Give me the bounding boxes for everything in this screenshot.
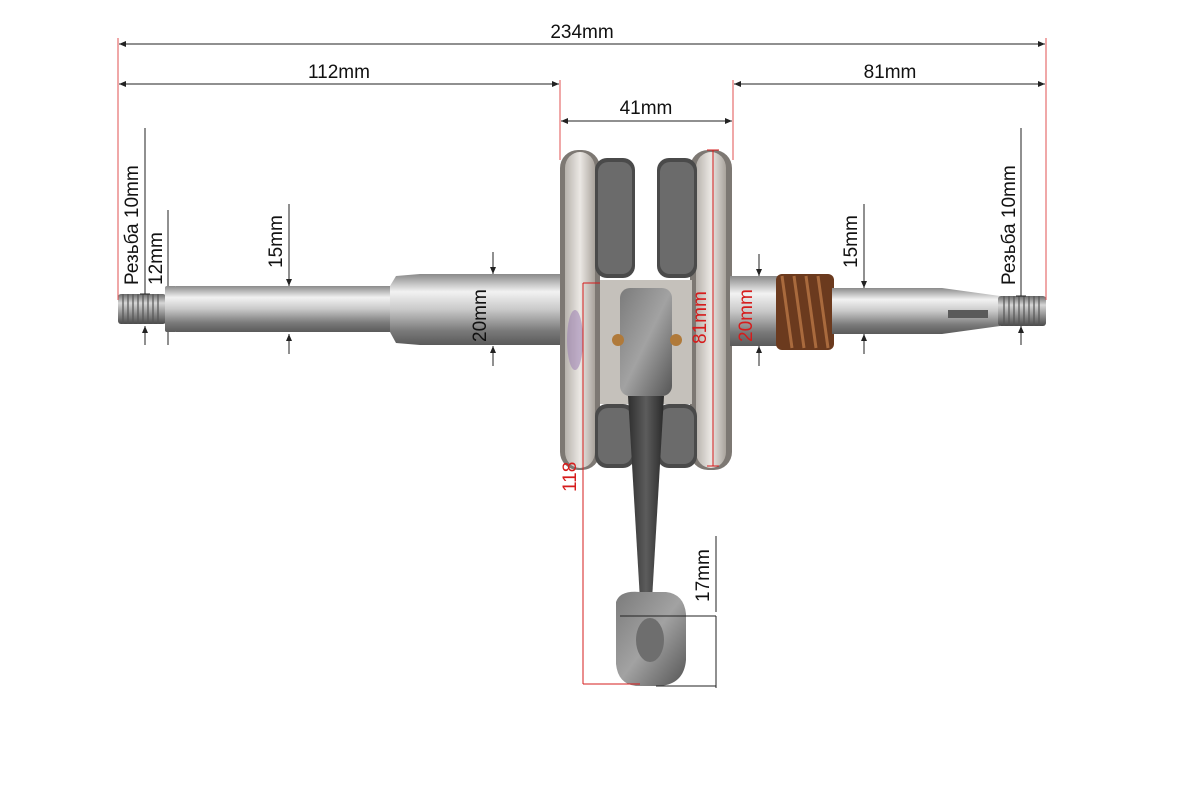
overall-length-label: 234mm — [550, 22, 613, 43]
small-end-bore-label: 17mm — [693, 549, 714, 602]
right-keyway — [948, 310, 988, 318]
labels: 234mm 112mm 81mm 41mm Резьба 10mm 12mm 1… — [122, 22, 1020, 602]
right-shaft — [832, 288, 942, 334]
worm-gear — [776, 274, 834, 350]
right-shaft-diameter-label: 15mm — [841, 215, 862, 268]
left-crank-web — [560, 150, 635, 470]
highlight-dimensions — [582, 149, 719, 685]
left-thread-label: Резьба 10mm — [122, 165, 143, 285]
right-thread — [998, 296, 1046, 326]
left-bearing-diameter-label: 20mm — [470, 289, 491, 342]
left-shaft-diameter-label: 15mm — [266, 215, 287, 268]
crankshaft-illustration — [118, 150, 1046, 686]
left-bearing-journal — [420, 274, 565, 345]
left-step-collar — [165, 286, 177, 332]
dimension-lines — [117, 38, 1047, 688]
big-end-bearing — [600, 280, 692, 404]
left-taper — [390, 274, 420, 345]
right-bearing-journal — [730, 276, 778, 346]
left-thread — [118, 294, 166, 324]
connecting-rod — [616, 396, 686, 686]
web-diameter-label: 81mm — [690, 291, 711, 344]
left-step-label: 12mm — [146, 232, 167, 285]
left-shaft — [176, 286, 391, 332]
conrod-length-label: 118 — [560, 462, 581, 492]
right-shaft-length-label: 81mm — [864, 62, 917, 83]
left-shaft-length-label: 112mm — [308, 62, 370, 83]
right-thread-label: Резьба 10mm — [999, 165, 1020, 285]
right-bearing-diameter-label: 20mm — [736, 289, 757, 342]
crank-width-label: 41mm — [620, 98, 673, 119]
right-crank-web — [657, 150, 732, 470]
